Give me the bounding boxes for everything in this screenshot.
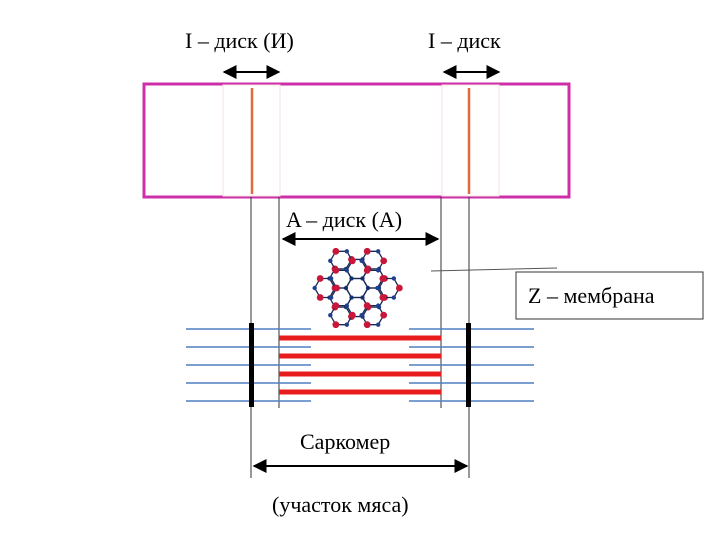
thick-filament-node bbox=[348, 311, 356, 319]
thick-filament-node bbox=[316, 294, 324, 301]
thick-filament-node bbox=[332, 247, 340, 255]
thick-filament-node bbox=[363, 321, 371, 329]
a-disk-label: A – диск (А) bbox=[286, 207, 402, 232]
z-membrane-label: Z – мембрана bbox=[528, 283, 655, 308]
thin-filament-node bbox=[344, 303, 350, 308]
thin-filament-node bbox=[328, 312, 333, 318]
thick-filament-node bbox=[363, 266, 371, 274]
thick-filament-node bbox=[380, 311, 388, 319]
thin-filament-node bbox=[359, 258, 364, 264]
thin-filament-node bbox=[375, 268, 381, 273]
thin-filament-node bbox=[312, 285, 317, 291]
sarcomere-label: Саркомер bbox=[300, 429, 390, 454]
z-disc-left bbox=[249, 323, 254, 407]
thin-filaments bbox=[186, 328, 534, 402]
i-disk-left-label: I – диск (И) bbox=[185, 28, 294, 53]
i-band-right bbox=[441, 84, 500, 197]
thin-filament-node bbox=[328, 258, 333, 264]
thick-filament-node bbox=[348, 257, 356, 265]
thin-filament-node bbox=[344, 249, 350, 254]
thin-filament-node bbox=[391, 276, 397, 281]
thin-filament-node bbox=[391, 295, 397, 300]
thin-filament-node bbox=[375, 249, 381, 254]
thick-filament-node bbox=[332, 321, 340, 329]
callout-line bbox=[430, 267, 558, 272]
thick-filament-node bbox=[363, 247, 371, 255]
z-disc-right bbox=[466, 323, 471, 407]
filament-lattice bbox=[312, 247, 403, 329]
thick-filaments bbox=[279, 335, 441, 395]
thin-filament-node bbox=[344, 322, 350, 327]
thick-filament-node bbox=[379, 294, 387, 301]
thick-filament-node bbox=[395, 284, 403, 292]
thick-filament-node bbox=[379, 275, 387, 282]
thin-filament-node bbox=[344, 268, 350, 273]
thin-filament-node bbox=[375, 303, 381, 308]
thin-filament-node bbox=[328, 295, 334, 300]
thick-filament-node bbox=[333, 284, 341, 292]
thin-filament-node bbox=[328, 276, 334, 281]
meat-section-label: (участок мяса) bbox=[272, 492, 409, 517]
thick-filament-node bbox=[363, 302, 371, 310]
thin-filament-node bbox=[359, 312, 364, 318]
thin-filament-node bbox=[375, 322, 381, 327]
thick-filament-node bbox=[332, 266, 340, 274]
thick-filament-node bbox=[380, 257, 388, 265]
thin-filament-node bbox=[375, 285, 380, 291]
z-membrane-box bbox=[515, 271, 704, 320]
thick-filament-node bbox=[316, 275, 324, 282]
thick-filament-node bbox=[332, 302, 340, 310]
muscle-band bbox=[142, 82, 571, 199]
i-disk-right-label: I – диск bbox=[428, 28, 501, 53]
